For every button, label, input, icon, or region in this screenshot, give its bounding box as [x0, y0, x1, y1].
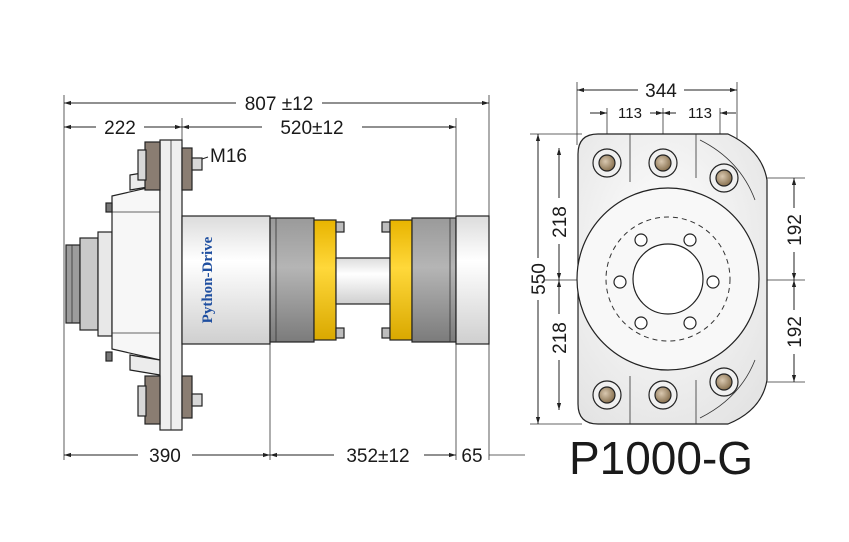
bolt-bottom-right [709, 367, 739, 397]
side-view: 807 ±12 222 520±12 M16 [63, 94, 525, 467]
dim-520-text: 520±12 [280, 118, 343, 139]
bolt-top-left [592, 148, 622, 178]
intermediate-shaft [335, 257, 391, 305]
dimension-218-pair: 218 218 [550, 148, 571, 410]
bolt-top-right [709, 163, 739, 193]
dim-113-right-text: 113 [688, 105, 712, 122]
coupling-right [381, 217, 457, 343]
drive-shaft-left [65, 231, 113, 337]
dim-344-text: 344 [645, 81, 677, 102]
thread-text: M16 [210, 146, 247, 167]
dim-218-bottom-text: 218 [550, 322, 571, 354]
mounting-bolts [592, 148, 739, 410]
dimension-65: 65 [461, 446, 482, 467]
bolt-bottom-left [592, 380, 622, 410]
dim-550-text: 550 [529, 263, 550, 295]
pcd-holes [613, 233, 720, 330]
dimension-520: 520±12 [182, 118, 456, 139]
dim-352-text: 352±12 [346, 446, 409, 467]
dim-390-text: 390 [149, 446, 181, 467]
dim-807-text: 807 ±12 [245, 94, 314, 115]
dimension-222: 222 [64, 118, 182, 139]
mount-base [105, 169, 161, 376]
front-view: 344 113 113 550 218 218 [529, 81, 806, 425]
bolt-bottom-center [648, 380, 678, 410]
dim-113-left-text: 113 [618, 105, 642, 122]
brand-label: Python-Drive [200, 236, 216, 323]
extension-lines [63, 95, 525, 460]
dim-218-top-text: 218 [550, 206, 571, 238]
end-cap [455, 215, 490, 345]
mounting-flange [137, 139, 203, 431]
dimension-352: 352±12 [270, 446, 456, 467]
dimension-113-pair: 113 113 [590, 105, 736, 122]
bearing-housing [576, 187, 760, 371]
dimension-344: 344 [577, 81, 737, 102]
dim-192-top-text: 192 [785, 214, 806, 246]
dim-222-text: 222 [104, 118, 136, 139]
bolt-top-center [648, 148, 678, 178]
dimension-390: 390 [64, 446, 270, 467]
model-label: P1000-G [569, 432, 753, 484]
motor-body: Python-Drive [181, 215, 271, 345]
dimension-550: 550 [529, 134, 550, 424]
coupling-left [269, 217, 345, 343]
dim-192-bottom-text: 192 [785, 316, 806, 348]
dimension-192-pair: 192 192 [785, 178, 806, 382]
dimension-total-length: 807 ±12 [64, 94, 489, 115]
dim-65-text: 65 [461, 446, 482, 467]
front-extension-lines [530, 82, 805, 425]
